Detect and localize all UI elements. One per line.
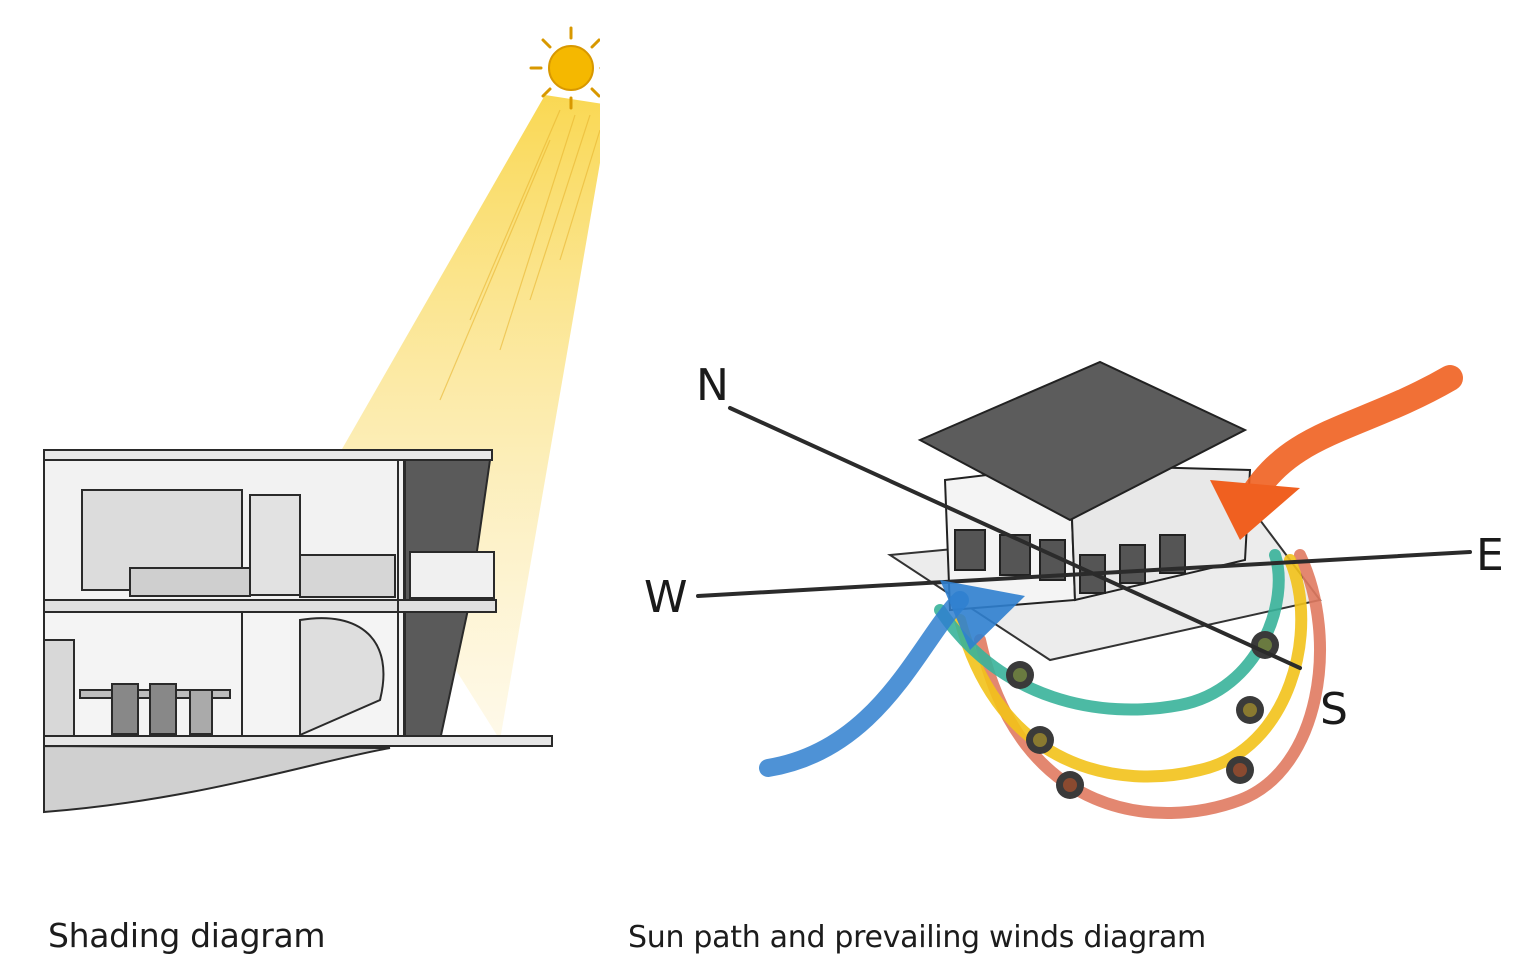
sun-ray-streaks xyxy=(439,109,600,401)
compass-east: E xyxy=(1476,530,1504,581)
wind-arrow-icon xyxy=(759,365,1463,777)
shading-diagram-panel: Shading diagram xyxy=(0,0,600,972)
sun-path-arc-green xyxy=(934,549,1285,716)
sun-path-arc-red xyxy=(974,549,1326,819)
sun-ray-beam xyxy=(330,95,600,740)
compass-south: S xyxy=(1320,684,1348,735)
wind-arrow-orange xyxy=(1237,365,1463,513)
sun-icon xyxy=(529,26,600,110)
wind-arrow-blue xyxy=(759,591,969,777)
shading-diagram-caption: Shading diagram xyxy=(48,916,326,955)
compass-lines xyxy=(696,406,1472,670)
shading-diagram-illustration xyxy=(43,26,600,814)
building-section xyxy=(43,449,553,814)
sun-marker-icon xyxy=(1006,631,1279,799)
sun-path-arc-yellow xyxy=(954,554,1308,783)
compass-west: W xyxy=(644,572,688,623)
sunpath-diagram-panel: N E S W Sun path and prevailing winds di… xyxy=(600,0,1536,972)
sunpath-diagram-illustration: N E S W xyxy=(644,360,1504,819)
compass-north: N xyxy=(696,360,729,411)
sunpath-diagram-caption: Sun path and prevailing winds diagram xyxy=(628,920,1206,955)
